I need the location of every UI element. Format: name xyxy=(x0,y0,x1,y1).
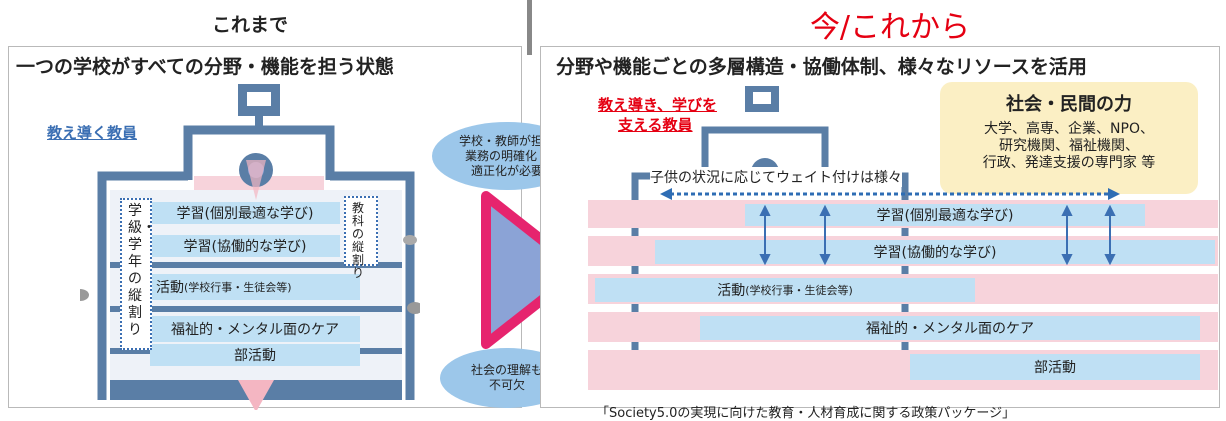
society-line-1: 大学、高専、企業、NPO、 xyxy=(984,121,1154,137)
right-row-3-sub: (学校行事・生徒会等) xyxy=(745,284,853,297)
right-teacher-label-1: 教え導き、学びを xyxy=(598,96,717,114)
left-panel-title: 一つの学校がすべての分野・機能を担う状態 xyxy=(16,56,394,78)
weight-arrow xyxy=(660,188,1120,200)
footer-note: 「Society5.0の実現に向けた教育・人材育成に関する政策パッケージ」 xyxy=(596,406,1016,421)
grade-vertical-label: 学級・学年の縦割り xyxy=(128,203,156,338)
double-arrows xyxy=(759,205,1116,265)
right-row-1: 学習(個別最適な学び) xyxy=(745,204,1145,226)
left-row-2-label: 学習(協働的な学び) xyxy=(183,239,307,255)
left-row-3-sub: (学校行事・生徒会等) xyxy=(184,281,292,294)
right-row-2: 学習(協働的な学び) xyxy=(655,240,1215,264)
left-row-5: 部活動 xyxy=(150,344,360,366)
right-row-4-label: 福祉的・メンタル面のケア xyxy=(866,321,1034,337)
right-row-5: 部活動 xyxy=(910,354,1200,380)
society-line-3: 行政、発達支援の専門家 等 xyxy=(982,155,1156,171)
left-row-1-label: 学習(個別最適な学び) xyxy=(176,206,314,222)
right-row-3-label: 活動 xyxy=(717,283,746,299)
society-line-2: 研究機関、福祉機関、 xyxy=(999,138,1139,154)
society-box xyxy=(940,82,1198,194)
right-row-1-label: 学習(個別最適な学び) xyxy=(876,208,1014,224)
right-panel-title: 分野や機能ごとの多層構造・協働体制、様々なリソースを活用 xyxy=(556,56,1087,78)
subject-vertical-box xyxy=(344,196,378,266)
right-row-3: 活動 (学校行事・生徒会等) xyxy=(595,278,975,302)
weight-note: 子供の状況に応じてウェイト付けは様々 xyxy=(650,167,902,187)
right-row-5-label: 部活動 xyxy=(1034,360,1076,376)
middle-bottom-ellipse-text: 社会の理解も 不可欠 xyxy=(470,363,543,392)
middle-top-ellipse-text: 学校・教師が担う 業務の明確化・ 適正化が必要 xyxy=(458,133,555,178)
transition-arrow xyxy=(481,191,585,349)
center-divider xyxy=(527,0,532,55)
right-teacher-label-2: 支える教員 xyxy=(618,116,693,134)
right-row-4: 福祉的・メンタル面のケア xyxy=(700,316,1200,340)
grade-vertical-box xyxy=(120,198,152,350)
left-row-4: 福祉的・メンタル面のケア xyxy=(150,316,360,342)
left-row-3-label: 活動 xyxy=(156,280,184,296)
subject-vertical-label: 教科の縦割り xyxy=(352,201,365,280)
left-row-4-label: 福祉的・メンタル面のケア xyxy=(171,322,339,338)
right-heading: 今/これから xyxy=(809,10,971,45)
left-row-3: 活動 (学校行事・生徒会等) xyxy=(150,274,360,300)
society-title: 社会・民間の力 xyxy=(1006,94,1132,115)
left-teacher-label: 教え導く教員 xyxy=(47,124,138,142)
left-row-2: 学習(協働的な学び) xyxy=(150,235,340,257)
left-row-1: 学習(個別最適な学び) xyxy=(150,202,340,224)
right-row-2-label: 学習(協働的な学び) xyxy=(873,245,997,261)
left-row-5-label: 部活動 xyxy=(234,348,276,364)
left-heading: これまで xyxy=(211,14,288,36)
